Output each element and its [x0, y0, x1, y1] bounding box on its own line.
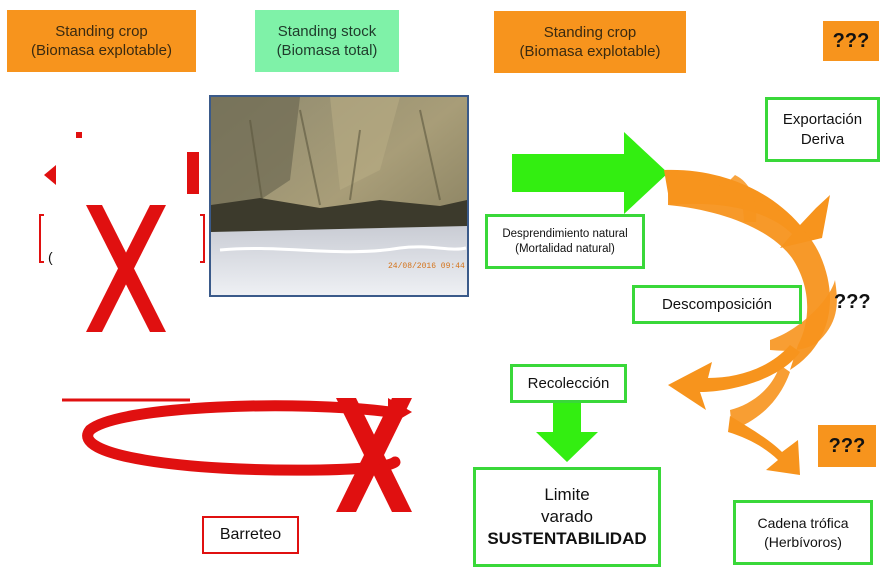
red-fragment-bracket-right: [200, 214, 205, 263]
barreteo-box: Barreteo: [202, 516, 299, 554]
red-fragment-bar: [187, 152, 199, 194]
standing-crop-left-line1: Standing crop: [55, 22, 148, 40]
red-fragment-paren: (: [48, 249, 53, 265]
red-fragment-arrowhead: [44, 165, 56, 185]
photo-timestamp: 24/08/2016 09:44: [388, 262, 465, 271]
barreteo-loop: [82, 398, 412, 512]
limite-line2: varado: [541, 506, 593, 526]
standing-crop-right-line2: (Biomasa explotable): [519, 43, 661, 60]
exportacion-line2: Deriva: [800, 130, 845, 148]
green-arrow-down: [536, 402, 598, 462]
desprendimiento-box: Desprendimiento natural (Mortalidad natu…: [485, 214, 645, 269]
orange-flow-left: [668, 345, 800, 410]
desprendimiento-line2: (Mortalidad natural): [515, 242, 615, 255]
orange-flows: [664, 169, 837, 475]
cadena-trofica-box: Cadena trófica (Herbívoros): [733, 500, 873, 565]
green-arrow-right: [512, 132, 668, 214]
limite-box: Limite varado SUSTENTABILIDAD: [473, 467, 661, 567]
red-fragment-bracket-left: [39, 214, 44, 263]
exportacion-box: Exportación Deriva: [765, 97, 880, 162]
limite-line1: Limite: [544, 484, 590, 504]
desprendimiento-line1: Desprendimiento natural: [502, 227, 628, 240]
standing-crop-left: Standing crop (Biomasa explotable): [7, 10, 196, 72]
descomposicion-box: Descomposición: [632, 285, 802, 324]
question-mid: ???: [834, 291, 871, 313]
left-crossed-block: (: [39, 132, 205, 402]
cadena-trofica-line2: (Herbívoros): [764, 533, 842, 550]
orange-flow-curl: [770, 280, 837, 351]
standing-crop-right-line1: Standing crop: [543, 23, 637, 41]
standing-stock: Standing stock (Biomasa total): [255, 10, 399, 72]
limite-line3: SUSTENTABILIDAD: [487, 529, 647, 549]
big-x-stroke-2: [86, 205, 166, 332]
standing-crop-right: Standing crop (Biomasa explotable): [494, 11, 686, 73]
orange-flow-main: [668, 175, 830, 370]
standing-stock-line1: Standing stock: [277, 22, 377, 40]
question-top: ???: [823, 21, 879, 61]
red-fragment-dot: [76, 132, 82, 138]
standing-crop-left-line2: (Biomasa explotable): [31, 42, 172, 59]
question-bottom: ???: [818, 425, 876, 467]
small-x-stroke-2: [336, 398, 412, 512]
exportacion-line1: Exportación: [782, 111, 863, 128]
cadena-trofica-line1: Cadena trófica: [757, 515, 849, 532]
orange-flow-trophic: [728, 416, 800, 475]
red-loop-arrow: [82, 400, 401, 476]
recoleccion-box: Recolección: [510, 364, 627, 403]
standing-stock-line2: (Biomasa total): [276, 42, 378, 59]
cliff-photo: [209, 95, 469, 297]
